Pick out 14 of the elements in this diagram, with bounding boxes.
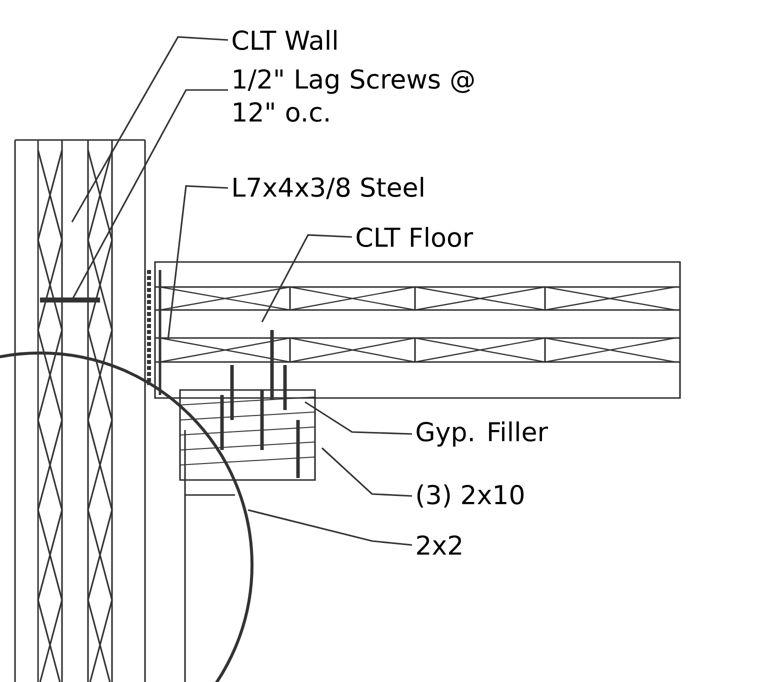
callout-label: CLT Wall — [232, 30, 336, 50]
callout-label: 2x2 — [417, 535, 462, 555]
leader-line — [304, 401, 412, 435]
callout-label: CLT Floor — [356, 226, 474, 248]
leader-line — [71, 89, 228, 300]
leader-line — [321, 447, 412, 497]
leader-line — [261, 234, 352, 322]
leader-line — [167, 185, 228, 340]
leader-line — [71, 36, 228, 222]
callout-label: Gyp. Filler — [416, 421, 548, 447]
callout-label: 1/2" Lag Screws @ 12" o.c. — [234, 69, 474, 122]
callout-label: L7x4x3/8 Steel — [234, 176, 424, 200]
callout-label: (3) 2x10 — [417, 484, 524, 508]
leader-line — [248, 509, 412, 546]
